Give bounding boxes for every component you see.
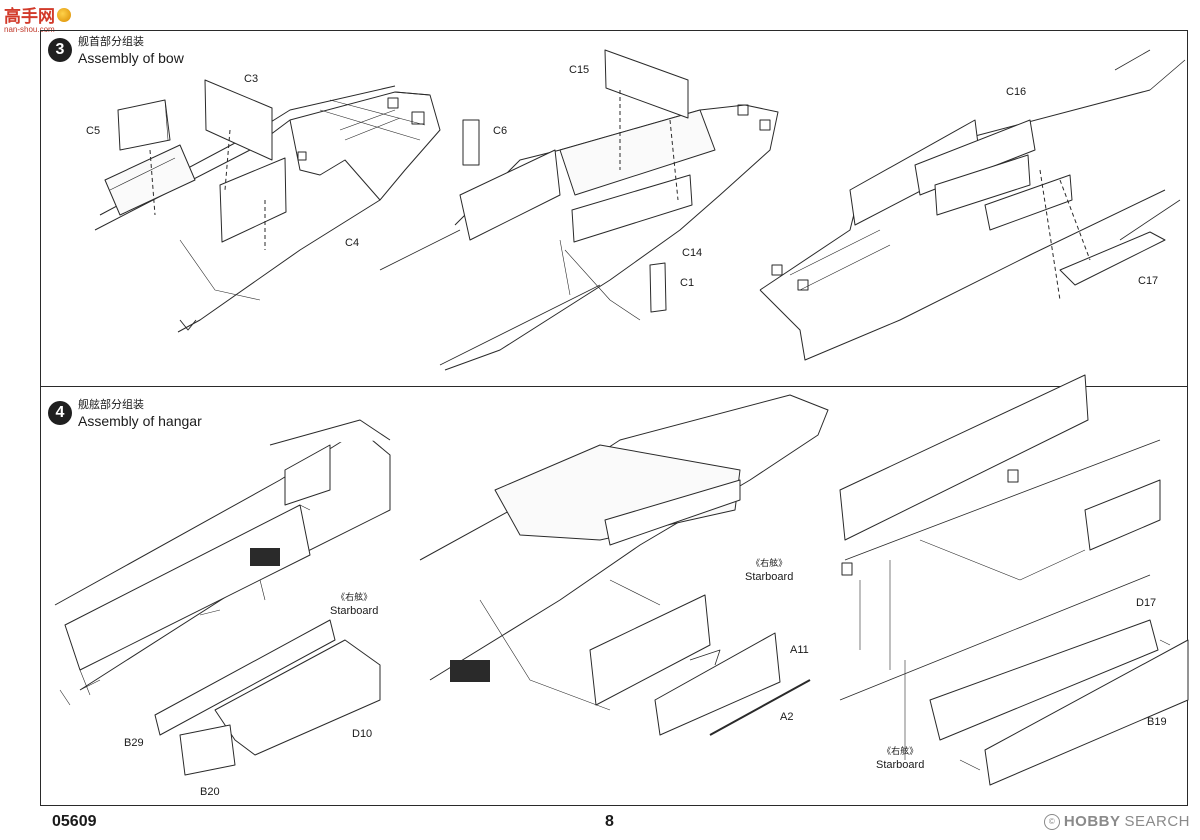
starboard-en: Starboard — [876, 759, 925, 771]
copyright-icon: © — [1043, 813, 1060, 830]
part-label-c3: C3 — [244, 73, 259, 85]
step-3-heading: 3 舰首部分组装 Assembly of bow — [48, 34, 184, 66]
hangar-view-1 — [54, 419, 391, 776]
part-label-d17: D17 — [1136, 597, 1157, 609]
hangar-view-2 — [419, 394, 829, 736]
step-divider — [40, 386, 1188, 387]
starboard-cn: 《右舷》 — [882, 747, 919, 757]
starboard-cn: 《右舷》 — [336, 593, 373, 603]
part-label-a11: A11 — [790, 644, 809, 656]
hobby-search-watermark: © HOBBY SEARCH — [1043, 813, 1190, 830]
step-3-number: 3 — [48, 38, 72, 62]
part-label-c16: C16 — [1006, 86, 1027, 98]
step-3-title-cn: 舰首部分组装 — [78, 35, 144, 48]
bow-view-1 — [94, 79, 441, 333]
starboard-en: Starboard — [745, 571, 794, 583]
step-4-title-en: Assembly of hangar — [78, 413, 202, 429]
instruction-frame — [40, 30, 1188, 806]
bow-view-3 — [759, 49, 1186, 361]
part-label-c14: C14 — [682, 247, 703, 259]
bow-view-2 — [379, 49, 779, 371]
starboard-label-view-2: 《右舷》 Starboard — [745, 558, 793, 584]
starboard-cn: 《右舷》 — [751, 559, 788, 569]
part-label-c1: C1 — [680, 277, 695, 289]
part-label-b19: B19 — [1147, 716, 1167, 728]
watermark-brand: HOBBY — [1063, 813, 1121, 830]
site-logo-text: 高手网 — [4, 7, 55, 27]
starboard-label-view-3: 《右舷》 Starboard — [876, 746, 924, 772]
step-4-number: 4 — [48, 401, 72, 425]
part-label-c5: C5 — [86, 125, 101, 137]
starboard-label-view-1: 《右舷》 Starboard — [330, 592, 378, 618]
site-watermark: 高手网 nan-shou.com — [4, 2, 71, 34]
page-number: 8 — [605, 813, 614, 830]
step-4-heading: 4 舰舷部分组装 Assembly of hangar — [48, 397, 202, 429]
part-label-c17: C17 — [1138, 275, 1159, 287]
ball-icon — [57, 7, 71, 22]
site-logo: 高手网 — [4, 2, 71, 27]
site-url: nan-shou.com — [4, 25, 55, 34]
part-label-c15: C15 — [569, 64, 590, 76]
step-4-title-cn: 舰舷部分组装 — [78, 398, 144, 411]
part-label-b20: B20 — [200, 786, 220, 798]
part-label-b29: B29 — [124, 737, 144, 749]
part-label-c6: C6 — [493, 125, 508, 137]
part-label-c4: C4 — [345, 237, 360, 249]
starboard-en: Starboard — [330, 605, 379, 617]
part-label-d10: D10 — [352, 728, 373, 740]
watermark-search: SEARCH — [1124, 813, 1190, 830]
kit-number: 05609 — [52, 813, 97, 830]
step-3-title-en: Assembly of bow — [78, 50, 184, 66]
part-label-a2: A2 — [780, 711, 794, 723]
hangar-view-3 — [839, 374, 1189, 786]
